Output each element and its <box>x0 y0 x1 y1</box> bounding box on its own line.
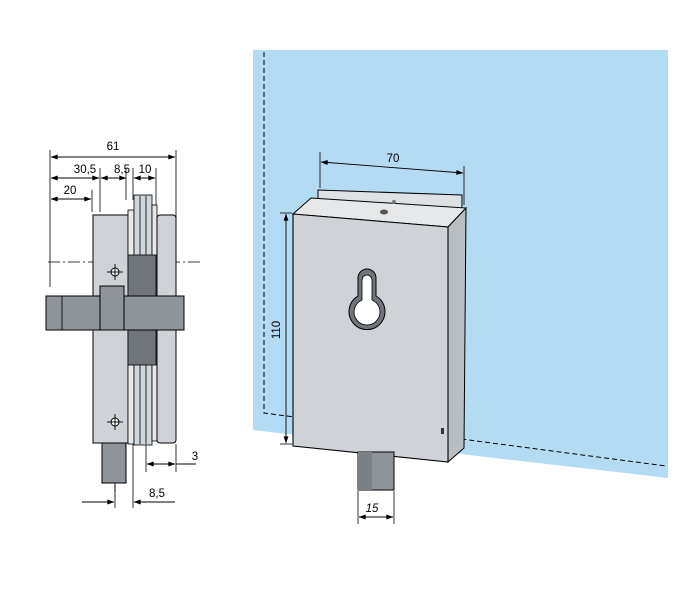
front-view: 70 110 15 <box>253 50 668 524</box>
bolt-collar <box>99 285 125 331</box>
dim-text-8-5-top: 8,5 <box>114 164 130 176</box>
dim-text-20: 20 <box>64 185 77 197</box>
lock-front-face <box>292 213 449 463</box>
glass-edge-dashed <box>263 52 667 467</box>
screw-icon <box>380 209 388 215</box>
screw-icon <box>392 200 396 204</box>
dim-text-8-5-bottom: 8,5 <box>149 488 165 500</box>
dim-text-3: 3 <box>192 451 198 463</box>
dim-text-15: 15 <box>366 503 379 515</box>
latch-pin <box>441 428 444 434</box>
bolt-left <box>45 295 105 331</box>
screw-bottom-icon <box>107 414 123 430</box>
bolt-right <box>123 295 185 331</box>
side-view: 61 30,5 8,5 10 20 <box>45 141 200 508</box>
dim-text-30-5: 30,5 <box>74 164 96 176</box>
dim-line-70 <box>320 160 464 175</box>
dim-text-10: 10 <box>139 164 152 176</box>
lock-right-face <box>447 206 467 464</box>
screw-top-icon <box>107 264 123 280</box>
dim-text-110: 110 <box>271 321 283 339</box>
dim-text-70: 70 <box>387 153 400 165</box>
cylinder-shade <box>358 452 372 490</box>
cylinder-side <box>101 442 127 484</box>
dim-text-61: 61 <box>107 141 120 153</box>
keyhole-slot-icon <box>353 274 381 326</box>
